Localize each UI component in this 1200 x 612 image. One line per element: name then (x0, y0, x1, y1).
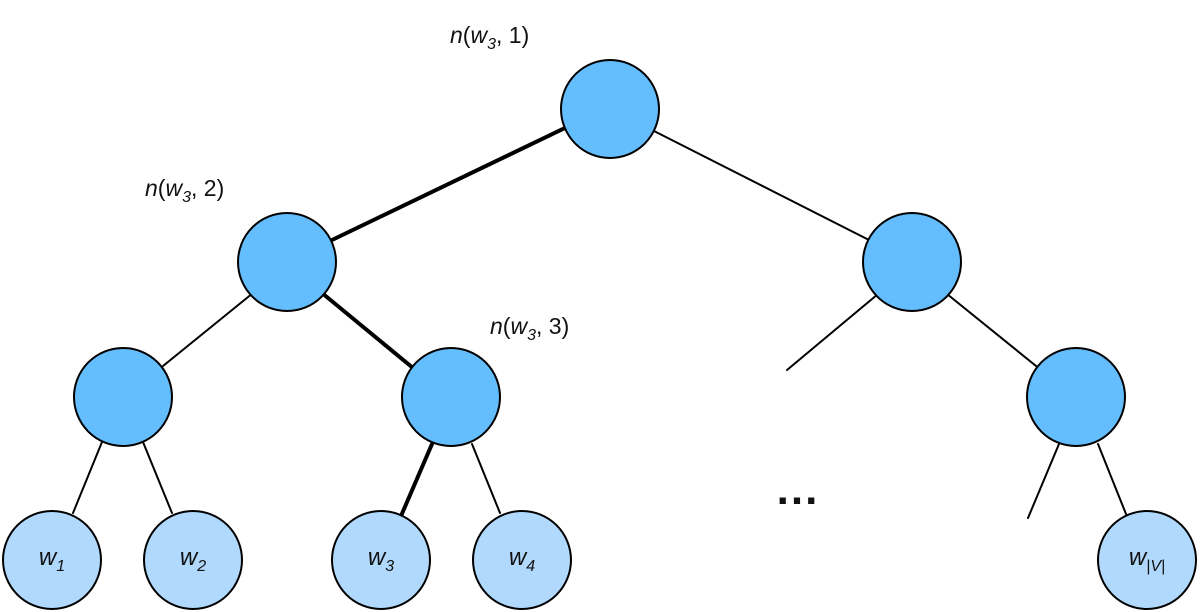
inner-node-root (560, 59, 660, 159)
leaf-label-w1: w1 (39, 544, 65, 575)
annotation-level3: n(w3, 3) (490, 313, 569, 344)
annotation-root-sub: 3 (487, 36, 496, 53)
leaf-label-w4: w4 (509, 544, 535, 575)
inner-node-left (237, 212, 337, 312)
annotation-level2-var: w (165, 175, 183, 201)
annotation-level2: n(w3, 2) (145, 175, 224, 206)
edge-n3-left-highlighted (399, 442, 434, 518)
edge-n3-right (471, 443, 501, 514)
edge-root-left-highlighted (330, 125, 569, 242)
edge-d-left-stub (1027, 443, 1060, 519)
leaf-nodes (2, 510, 1197, 610)
leaf-node-w1 (2, 510, 102, 610)
annotation-level2-sub: 3 (182, 189, 191, 206)
leaf-node-wV (1097, 510, 1197, 610)
tree-edges (72, 125, 1127, 519)
edge-a-left (72, 441, 103, 514)
leaf-label-w2: w2 (180, 544, 206, 575)
inner-node-left-left (73, 347, 173, 447)
annotation-level2-fn: n (145, 175, 158, 201)
inner-node-right-right (1026, 347, 1126, 447)
edge-c-left-stub (786, 293, 879, 371)
annotation-level3-fn: n (490, 313, 503, 339)
edge-n2-right-highlighted (320, 291, 415, 370)
annotation-level3-arg: 3 (549, 313, 562, 339)
edge-a-right (142, 441, 173, 514)
edge-d-right (1097, 443, 1127, 515)
edge-c-right (946, 293, 1042, 371)
annotation-root-fn: n (450, 22, 463, 48)
annotation-level3-var: w (510, 313, 528, 339)
leaf-node-w4 (472, 510, 572, 610)
inner-node-right (862, 212, 962, 312)
leaf-label-wV: w|V| (1129, 544, 1165, 575)
edge-n2-left (162, 292, 254, 367)
leaf-label-w3: w3 (368, 544, 394, 575)
annotation-level2-arg: 2 (204, 175, 217, 201)
leaf-node-w3 (331, 510, 431, 610)
inner-nodes (73, 59, 1126, 447)
inner-node-left-right (401, 347, 501, 447)
annotation-root-var: w (470, 22, 488, 48)
annotation-root-arg: 1 (509, 22, 522, 48)
leaf-node-w2 (143, 510, 243, 610)
annotation-level3-sub: 3 (527, 327, 536, 344)
annotation-root: n(w3, 1) (450, 22, 529, 53)
ellipsis: ... (777, 465, 820, 514)
edge-root-right (653, 130, 870, 241)
